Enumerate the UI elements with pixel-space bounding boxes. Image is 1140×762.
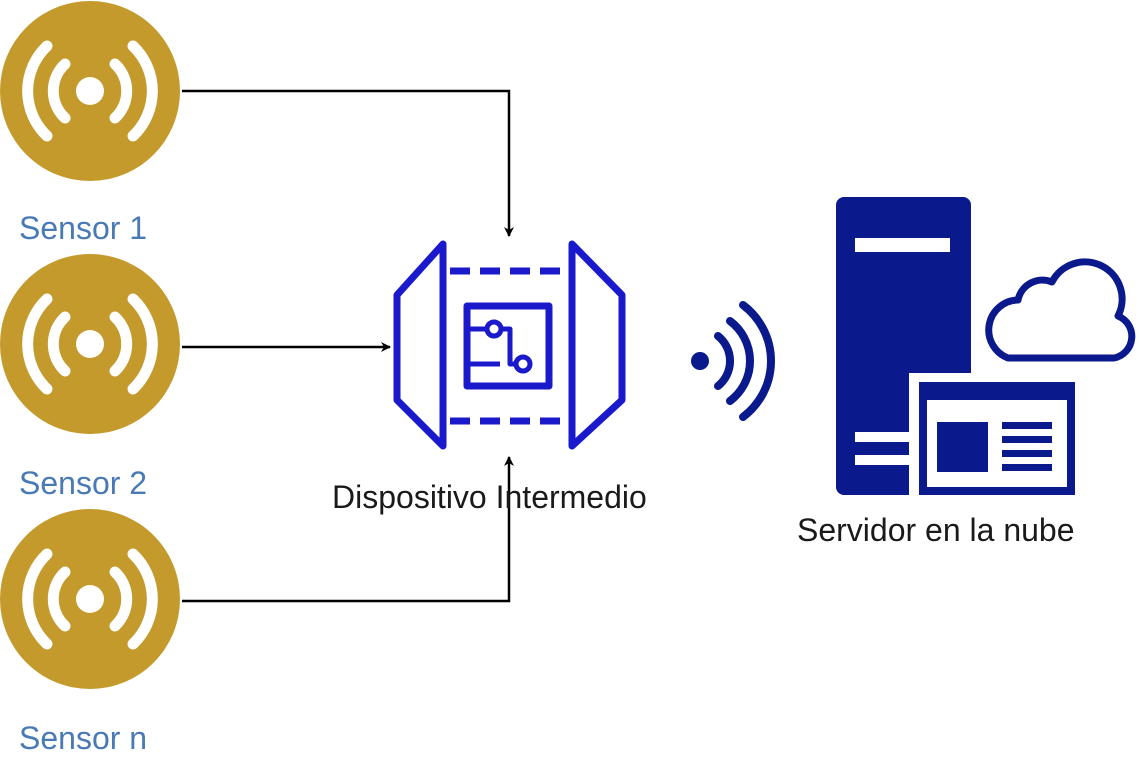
- sensor-2-label: Sensor 2: [19, 465, 148, 501]
- server-icon: [836, 197, 1077, 497]
- iot-gateway-icon: [393, 240, 626, 450]
- cloud-icon: [985, 258, 1136, 362]
- server-label: Servidor en la nube: [797, 512, 1075, 548]
- sensor-2-icon: [0, 254, 180, 434]
- sensor-n-icon: [0, 509, 180, 689]
- sensor-n-label: Sensor n: [19, 720, 148, 756]
- wifi-signal-icon: [691, 301, 775, 421]
- connector-sensor-n: [182, 456, 514, 603]
- sensor-1-icon: [0, 1, 180, 181]
- connector-sensor-1: [182, 89, 514, 237]
- connectors: [182, 89, 514, 603]
- gateway-label: Dispositivo Intermedio: [332, 479, 647, 515]
- sensor-1-label: Sensor 1: [19, 210, 148, 246]
